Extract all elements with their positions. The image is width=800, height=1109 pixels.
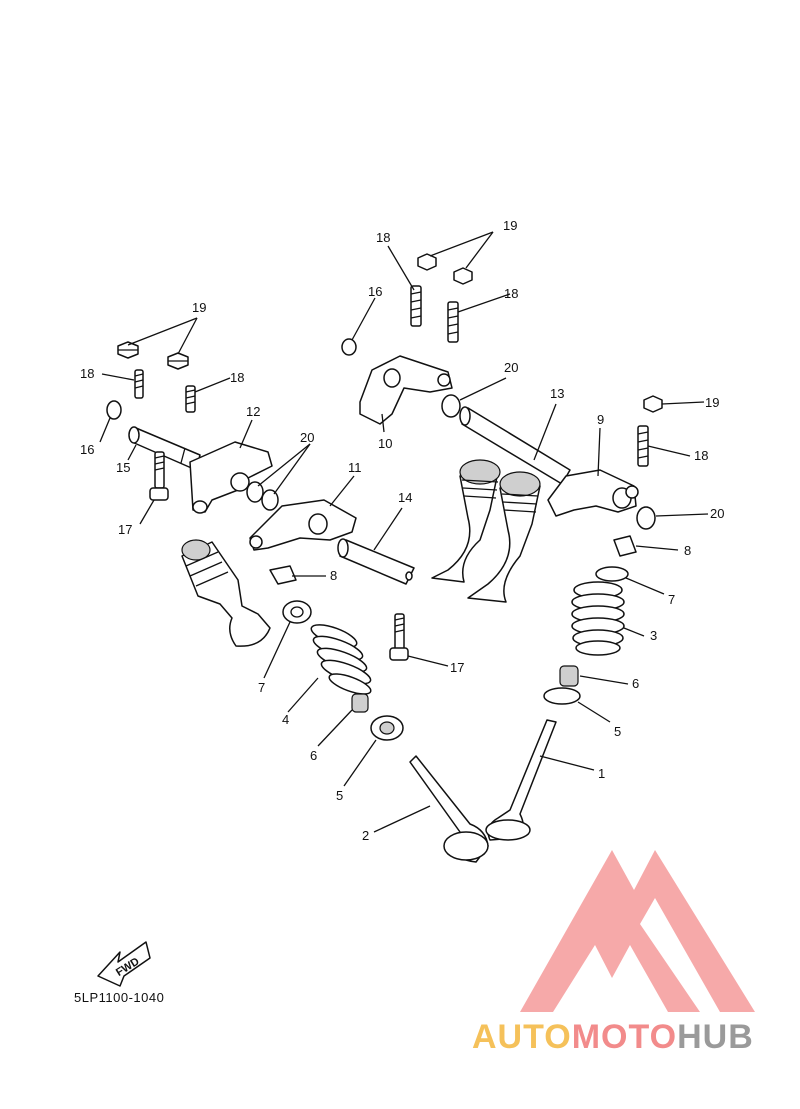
rocker-shaft-14 <box>337 538 415 585</box>
valve-seal-6-left <box>351 693 369 713</box>
callout-9: 9 <box>597 412 604 427</box>
washer-20-left-a <box>246 481 264 503</box>
nut-19-center-b <box>453 267 473 285</box>
valve-seal-6-right <box>559 665 579 687</box>
stud-18-center-b <box>447 301 459 343</box>
callout-8-left: 8 <box>330 568 337 583</box>
nut-19-left-a <box>117 341 139 359</box>
retainer-7-right <box>595 566 629 582</box>
nut-19-right <box>643 395 663 413</box>
callout-18-center-b: 18 <box>504 286 518 301</box>
part-code: 5LP1100-1040 <box>74 990 165 1005</box>
callout-20-center: 20 <box>504 360 518 375</box>
fwd-arrow-icon: FWD <box>97 941 151 987</box>
washer-20-center <box>441 394 461 418</box>
bolt-17-center <box>389 613 409 661</box>
cotter-8-right <box>613 535 637 557</box>
stud-18-left-b <box>185 385 196 413</box>
brand-logo <box>520 850 755 1012</box>
cotter-8-left <box>269 565 297 585</box>
rocker-arm-10 <box>359 355 453 425</box>
watermark-auto: AUTO <box>472 1018 572 1056</box>
callout-18-right: 18 <box>694 448 708 463</box>
callout-6-left: 6 <box>310 748 317 763</box>
callout-15: 15 <box>116 460 130 475</box>
valve-spring-4 <box>310 624 372 695</box>
callout-6-right: 6 <box>632 676 639 691</box>
stud-18-right <box>637 425 649 467</box>
callout-2: 2 <box>362 828 369 843</box>
valve-spring-3 <box>571 581 625 656</box>
oring-16-center <box>341 338 357 356</box>
callout-20-right: 20 <box>710 506 724 521</box>
watermark-moto: MOTO <box>571 1018 678 1056</box>
callout-16-left: 16 <box>80 442 94 457</box>
stud-18-center-a <box>410 285 422 327</box>
callout-18-left-a: 18 <box>80 366 94 381</box>
callout-7-left: 7 <box>258 680 265 695</box>
callout-5-right: 5 <box>614 724 621 739</box>
callout-17-left: 17 <box>118 522 132 537</box>
washer-20-right <box>636 506 656 530</box>
retainer-7-left <box>282 600 312 624</box>
stud-18-left-a <box>134 369 144 399</box>
watermark-text: AUTOMOTOHUB <box>472 1018 754 1057</box>
callout-4: 4 <box>282 712 289 727</box>
callout-20-left: 20 <box>300 430 314 445</box>
callout-16-center: 16 <box>368 284 382 299</box>
spring-seat-5-left-hole <box>379 721 395 735</box>
callout-1: 1 <box>598 766 605 781</box>
rocker-arm-11 <box>249 499 357 551</box>
callout-7-right: 7 <box>668 592 675 607</box>
oring-16-left <box>106 400 122 420</box>
callout-19-right: 19 <box>705 395 719 410</box>
callout-19-center: 19 <box>503 218 517 233</box>
callout-8-right: 8 <box>684 543 691 558</box>
callout-18-left-b: 18 <box>230 370 244 385</box>
watermark-hub: HUB <box>677 1018 754 1056</box>
valve-lifter-center-a <box>431 459 501 583</box>
callout-10: 10 <box>378 436 392 451</box>
spring-seat-5-right <box>543 687 581 705</box>
callout-19-left: 19 <box>192 300 206 315</box>
washer-20-left-b <box>261 489 279 511</box>
rocker-arm-9 <box>547 469 639 517</box>
callout-14: 14 <box>398 490 412 505</box>
rocker-arm-12 <box>189 441 273 514</box>
valve-lifter-center-b <box>467 471 541 603</box>
valve-lifter-left <box>181 539 271 647</box>
callout-11: 11 <box>348 460 362 475</box>
callout-labels: 1 2 3 4 5 5 6 6 7 7 8 8 9 10 11 12 13 14… <box>80 218 724 843</box>
callout-17-center: 17 <box>450 660 464 675</box>
valve-2 <box>409 755 489 863</box>
callout-5-left: 5 <box>336 788 343 803</box>
nut-19-left-b <box>167 352 189 370</box>
nut-19-center-a <box>417 253 437 271</box>
callout-18-center-a: 18 <box>376 230 390 245</box>
callout-13: 13 <box>550 386 564 401</box>
callout-3: 3 <box>650 628 657 643</box>
valve-1 <box>485 719 557 841</box>
leader-lines <box>99 231 709 833</box>
bolt-17-left <box>149 451 169 501</box>
rocker-shaft-13 <box>459 406 571 485</box>
retainer-7-left-hole <box>290 606 304 618</box>
callout-12: 12 <box>246 404 260 419</box>
